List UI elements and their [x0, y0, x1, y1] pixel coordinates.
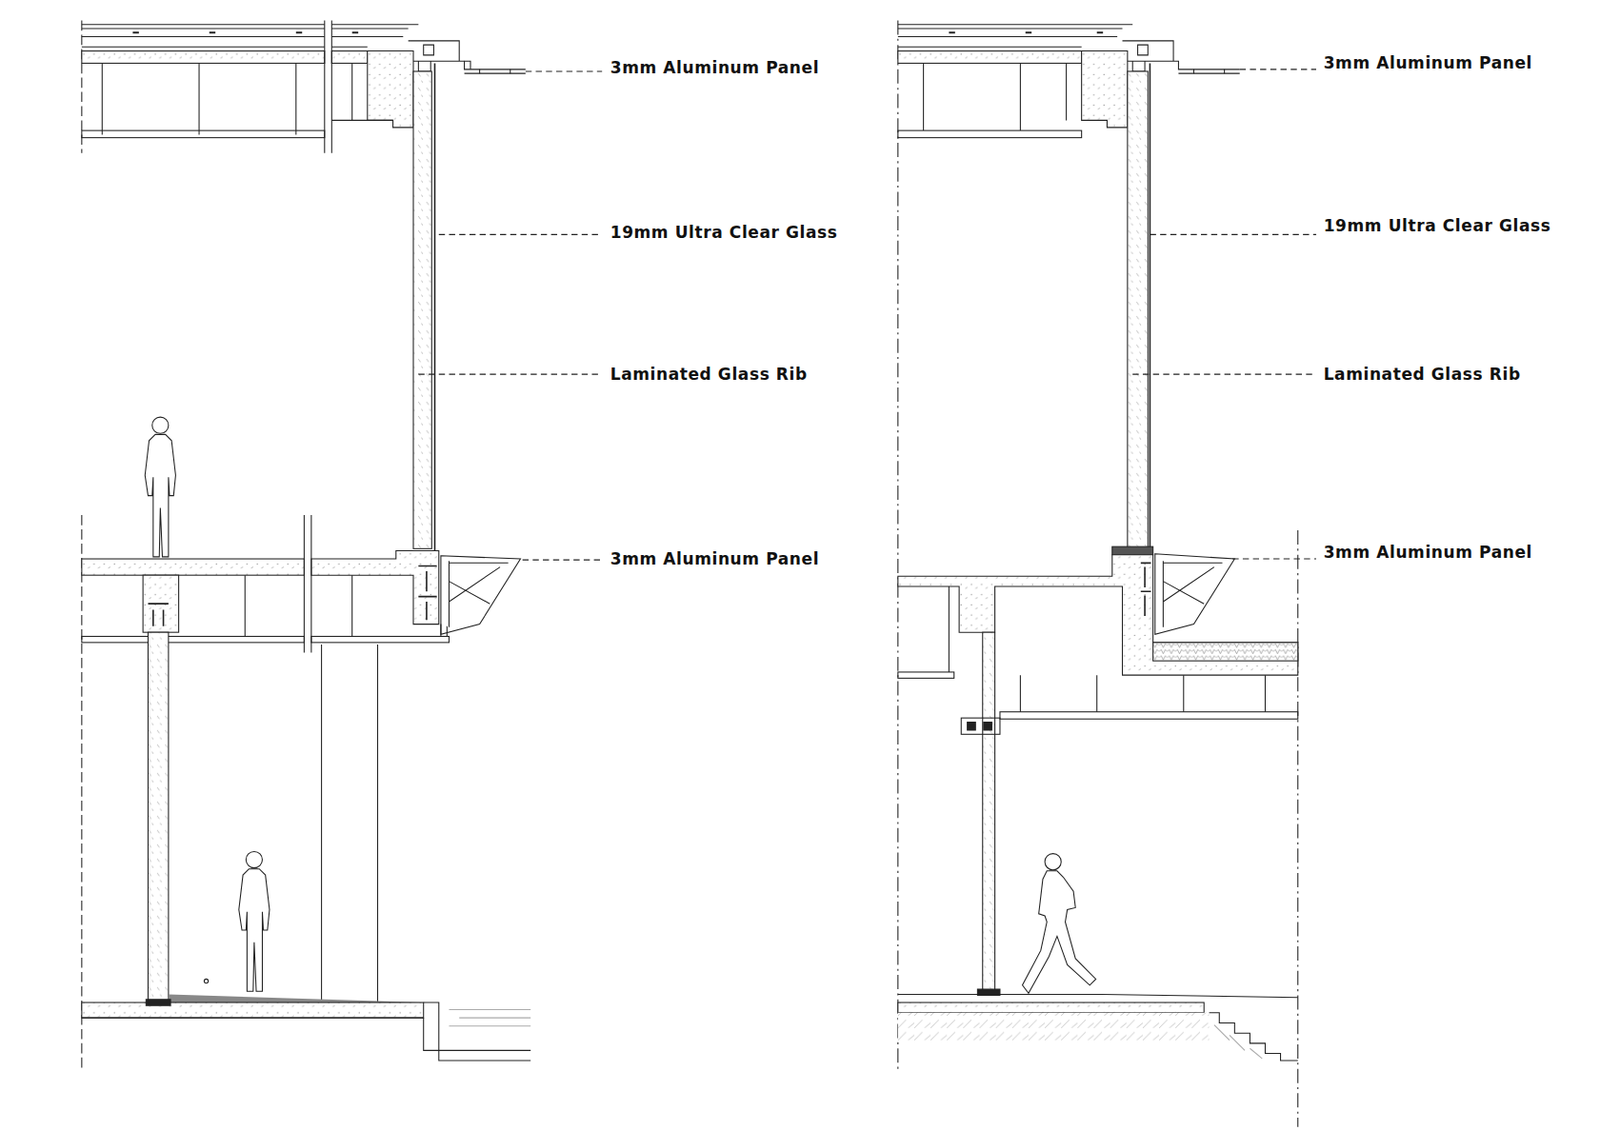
callout-label: 3mm Aluminum Panel: [610, 58, 820, 78]
callout-label: 19mm Ultra Clear Glass: [1323, 216, 1552, 236]
callout-label: 3mm Aluminum Panel: [1323, 53, 1533, 73]
callout-label: Laminated Glass Rib: [610, 364, 808, 384]
callout-label: 3mm Aluminum Panel: [610, 549, 820, 569]
callout-label: Laminated Glass Rib: [1323, 364, 1521, 384]
callout-label: 3mm Aluminum Panel: [1323, 542, 1533, 562]
callout-label: 19mm Ultra Clear Glass: [610, 222, 839, 242]
